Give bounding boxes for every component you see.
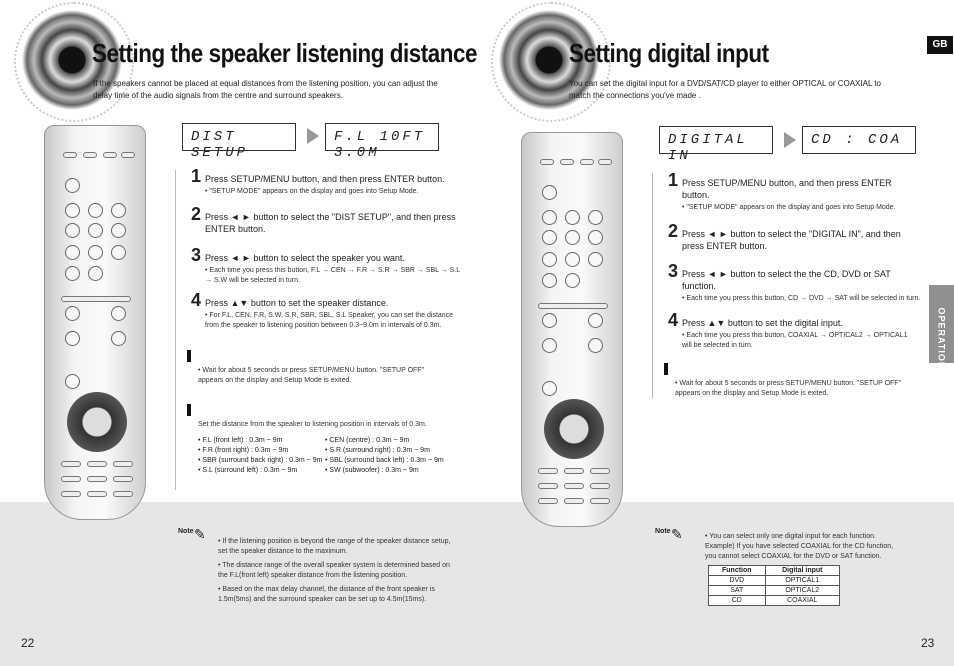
table-cell: COAXIAL: [764, 595, 841, 606]
pencil-icon: ✎: [671, 526, 683, 542]
step-3: 3 Press ◄ ► button to select the speaker…: [191, 246, 460, 286]
step-2: 2 Press ◄ ► button to select the "DIGITA…: [668, 222, 917, 252]
step-number: 1: [668, 170, 679, 190]
step-text: Press ▲▼ button to set the digital input…: [682, 318, 843, 328]
step-text: Press ◄ ► button to select the the CD, D…: [682, 269, 891, 291]
note-item: • The distance range of the overall spea…: [218, 562, 450, 579]
step-text: Press SETUP/MENU button, and then press …: [205, 174, 445, 184]
table-row: DVD OPTICAL1: [708, 575, 841, 586]
exit-note: • Wait for about 5 seconds or press SETU…: [198, 367, 425, 384]
pencil-icon: ✎: [194, 526, 206, 542]
step-text: Press ◄ ► button to select the speaker y…: [205, 253, 405, 263]
note-item: • If the listening position is beyond th…: [218, 538, 451, 555]
divider: [175, 170, 176, 490]
arrow-right-icon: [784, 132, 796, 148]
step-number: 4: [668, 310, 679, 330]
table-row: SAT OPTICAL2: [708, 585, 841, 596]
note-text: • You can select only one digital input …: [705, 533, 894, 560]
disc-icon: [491, 2, 611, 122]
note-list: • If the listening position is beyond th…: [218, 537, 453, 605]
step-subtext: • "SETUP MODE" appears on the display an…: [205, 188, 419, 195]
table-row: CD COAXIAL: [708, 595, 841, 606]
section-tab: OPERATION: [929, 285, 954, 370]
divider: [652, 173, 653, 398]
table-cell: CD: [708, 595, 766, 606]
disc-icon: [14, 2, 134, 122]
range-item: • F.L (front left) : 0.3m ~ 9m: [198, 437, 283, 444]
note-label: Note: [655, 528, 671, 535]
step-number: 2: [668, 221, 679, 241]
ranges-column-2: • CEN (centre) : 0.3m ~ 9m • S.R (surrou…: [325, 436, 465, 476]
step-4: 4 Press ▲▼ button to set the speaker dis…: [191, 291, 460, 331]
exit-note: • Wait for about 5 seconds or press SETU…: [675, 380, 902, 397]
step-text: Press SETUP/MENU button, and then press …: [682, 178, 892, 200]
page-title: Setting the speaker listening distance: [92, 38, 477, 68]
function-table: Function Digital input DVD OPTICAL1 SAT …: [708, 565, 841, 606]
lcd-display-2: F.L 10FT 3.0M: [325, 123, 439, 161]
step-text: Press ◄ ► button to select the "DIGITAL …: [682, 229, 901, 251]
right-page: Setting digital input You can set the di…: [477, 0, 954, 666]
lcd-display-2: CD : COA: [802, 126, 916, 154]
page-number: 23: [921, 636, 935, 650]
table-header: Digital input: [764, 565, 841, 576]
intro-text: If the speakers cannot be placed at equa…: [93, 79, 438, 100]
range-note: Set the distance from the speaker to lis…: [198, 421, 427, 428]
note-label: Note: [178, 528, 194, 535]
note-item: • Based on the max delay channel, the di…: [218, 586, 435, 603]
intro-text: You can set the digital input for a DVD/…: [569, 79, 881, 100]
lcd-display-1: DIST SETUP: [182, 123, 296, 161]
left-page: Setting the speaker listening distance I…: [0, 2, 477, 666]
step-number: 4: [191, 290, 202, 310]
table-cell: OPTICAL1: [764, 575, 841, 586]
step-text: Press ▲▼ button to set the speaker dista…: [205, 298, 389, 308]
ranges-column-1: • F.L (front left) : 0.3m ~ 9m • F.R (fr…: [198, 436, 323, 476]
range-item: • SW (subwoofer) : 0.3m ~ 9m: [325, 467, 419, 474]
step-subtext: • Each time you press this button, F.L →…: [205, 267, 460, 284]
step-subtext: • "SETUP MODE" appears on the display an…: [682, 204, 896, 211]
range-item: • SBL (surround back left) : 0.3m ~ 9m: [325, 457, 444, 464]
step-1: 1 Press SETUP/MENU button, and then pres…: [191, 167, 460, 197]
range-item: • F.R (front right) : 0.3m ~ 9m: [198, 447, 289, 454]
step-number: 3: [668, 261, 679, 281]
range-item: • S.R (surround right) : 0.3m ~ 9m: [325, 447, 430, 454]
section-tab-label: OPERATION: [936, 307, 947, 370]
step-number: 2: [191, 204, 202, 224]
step-text: Press ◄ ► button to select the "DIST SET…: [205, 212, 456, 234]
step-4: 4 Press ▲▼ button to set the digital inp…: [668, 311, 917, 351]
step-3: 3 Press ◄ ► button to select the the CD,…: [668, 262, 927, 304]
table-cell: DVD: [708, 575, 766, 586]
table-cell: SAT: [708, 585, 766, 596]
page-title: Setting digital input: [569, 38, 769, 68]
step-number: 3: [191, 245, 202, 265]
lcd-display-1: DIGITAL IN: [659, 126, 773, 164]
step-1: 1 Press SETUP/MENU button, and then pres…: [668, 171, 917, 213]
section-marker: [187, 404, 191, 416]
step-number: 1: [191, 166, 202, 186]
remote-control-image: [521, 132, 623, 527]
step-2: 2 Press ◄ ► button to select the "DIST S…: [191, 205, 460, 235]
range-item: • S.L (surround left) : 0.3m ~ 9m: [198, 467, 298, 474]
page-number: 22: [21, 636, 35, 650]
table-header: Function: [708, 565, 766, 576]
section-marker: [187, 350, 191, 362]
range-item: • SBR (surround back right) : 0.3m ~ 9m: [198, 457, 323, 464]
language-badge: GB: [927, 36, 953, 54]
section-marker: [664, 363, 668, 375]
step-subtext: • Each time you press this button, COAXI…: [682, 332, 908, 349]
remote-control-image: [44, 125, 146, 520]
step-subtext: • Each time you press this button, CD → …: [682, 295, 921, 302]
range-item: • CEN (centre) : 0.3m ~ 9m: [325, 437, 410, 444]
table-cell: OPTICAL2: [764, 585, 841, 596]
step-subtext: • For F.L, CEN, F.R, S.W, S.R, SBR, SBL,…: [205, 312, 454, 329]
gray-band: [0, 502, 477, 666]
arrow-right-icon: [307, 128, 319, 144]
